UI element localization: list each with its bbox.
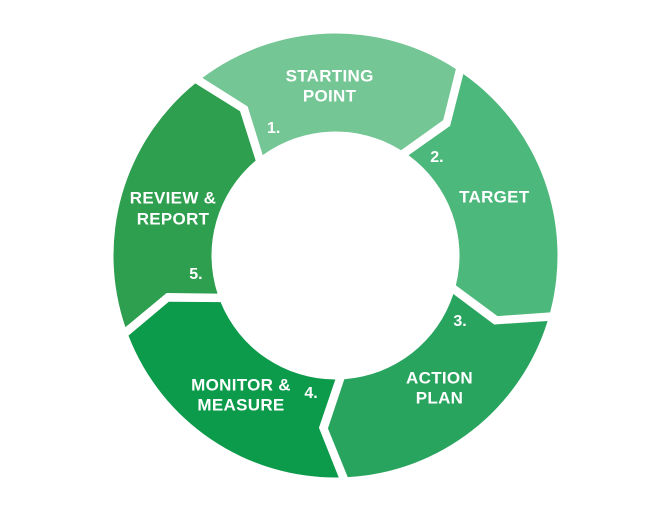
segment-shape-4 [128,301,339,478]
segment-shape-1 [202,33,456,156]
segment-shape-2 [408,74,558,317]
segment-shape-5 [113,83,256,328]
segment-shape-3 [327,293,548,478]
